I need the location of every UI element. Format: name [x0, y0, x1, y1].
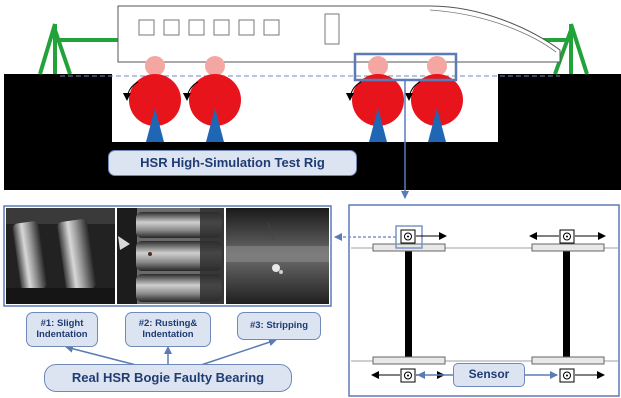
axle-right — [563, 248, 570, 361]
sensor-label: Sensor — [453, 363, 525, 387]
train-door — [324, 13, 340, 45]
wheelset-1 — [122, 56, 181, 142]
bearing-photo-3 — [226, 208, 329, 304]
fault-label-slight-indentation: #1: Slight Indentation — [26, 312, 98, 347]
left-support-frame — [38, 23, 118, 75]
sensor-top-left — [400, 229, 447, 244]
bearing-photo-1 — [6, 208, 115, 304]
train-nose-line — [429, 9, 557, 53]
arrow-to-stripping — [197, 338, 277, 367]
faulty-bearing-label: Real HSR Bogie Faulty Bearing — [44, 364, 292, 392]
sensor-highlight-box — [395, 225, 423, 249]
sensor-bottom-right — [559, 368, 605, 383]
train-windows — [138, 19, 280, 36]
test-rig-label: HSR High-Simulation Test Rig — [108, 150, 357, 176]
wheelset-3 — [345, 56, 404, 142]
axle-left — [405, 248, 412, 361]
bearing-photo-2 — [117, 208, 224, 304]
fault-label-rusting-indentation: #2: Rusting& Indentation — [125, 312, 211, 347]
wheelset-4 — [404, 56, 463, 142]
arrow-to-slight — [65, 344, 141, 367]
fault-label-stripping: #3: Stripping — [237, 312, 321, 340]
sensor-top-right — [529, 229, 606, 244]
wheelset-2 — [182, 56, 241, 142]
